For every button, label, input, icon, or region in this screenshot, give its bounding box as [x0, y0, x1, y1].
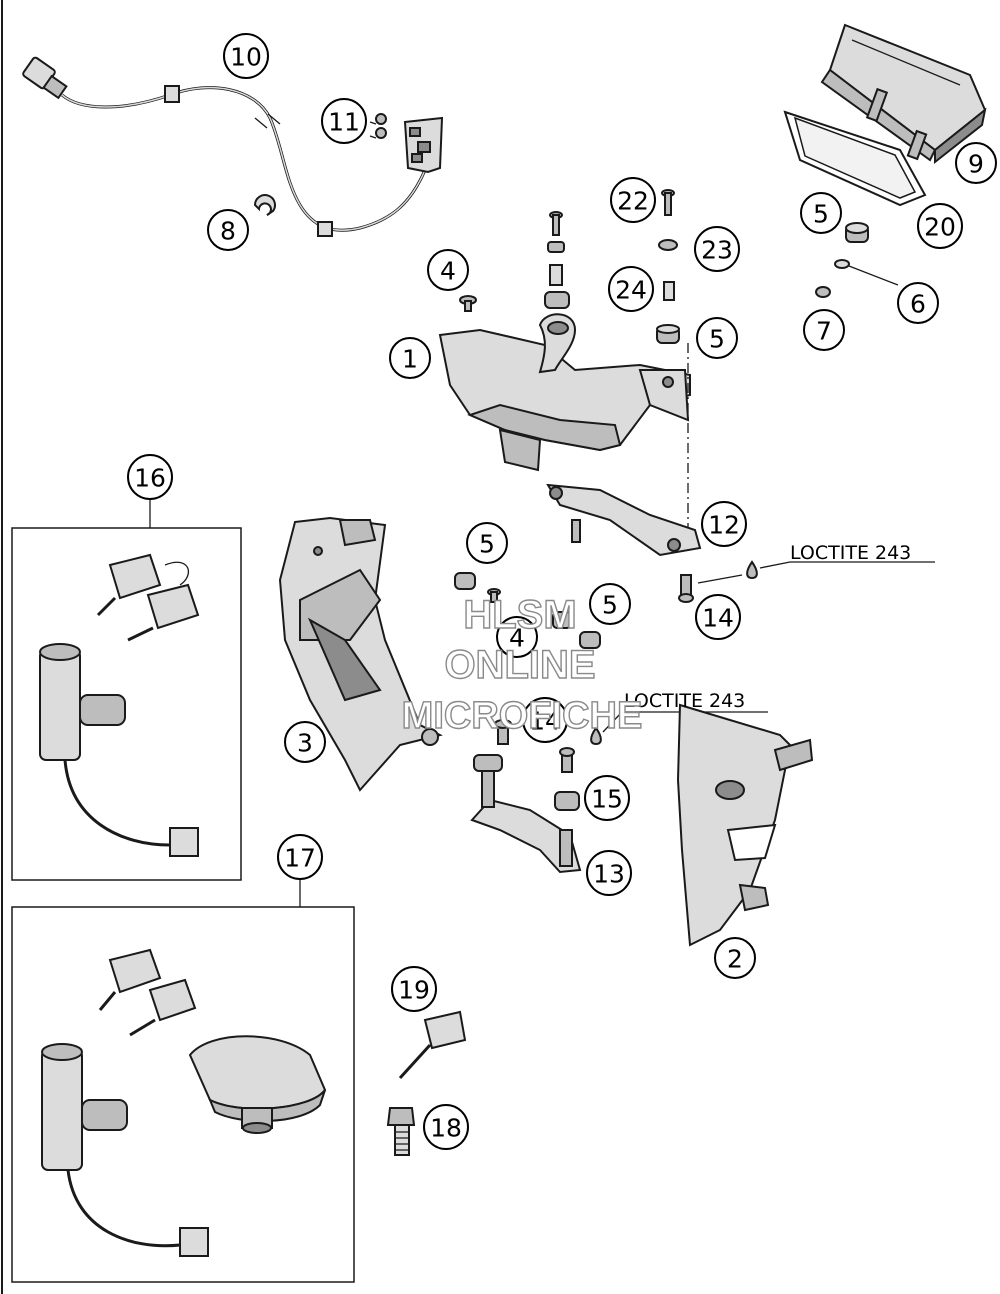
svg-text:7: 7 [816, 317, 832, 346]
svg-text:14: 14 [702, 604, 734, 633]
part-8-cable-clip [253, 194, 276, 216]
svg-text:5: 5 [479, 530, 495, 559]
svg-text:5: 5 [813, 200, 829, 229]
part-14-bolt-upper [678, 574, 743, 603]
svg-text:16: 16 [134, 464, 166, 493]
svg-text:23: 23 [701, 236, 733, 265]
svg-text:1: 1 [402, 345, 418, 374]
svg-text:9: 9 [968, 150, 984, 179]
callout-5-center-right: 5 [589, 583, 631, 625]
part-7-nut [815, 286, 831, 298]
part-11-sensor-bracket [369, 113, 444, 174]
svg-text:24: 24 [615, 276, 647, 305]
svg-text:4: 4 [509, 624, 525, 653]
watermark: HLSM ONLINE MICROFICHE [401, 592, 643, 737]
callout-4-upper: 4 [427, 249, 469, 291]
part-1-bracket [438, 313, 691, 472]
part-5-grommet-center-left [454, 572, 476, 590]
callout-1: 1 [389, 337, 431, 379]
part-24-spacer [663, 281, 675, 301]
svg-text:18: 18 [430, 1114, 462, 1143]
callout-17: 17 [277, 834, 323, 880]
callout-12: 12 [701, 501, 747, 547]
callout-24: 24 [608, 266, 654, 312]
part-18-bolt [386, 1107, 416, 1156]
part-10-sensor-cable [22, 56, 427, 237]
callout-20: 20 [917, 203, 963, 249]
part-3-left-cover [278, 516, 443, 792]
part-5-grommet-upper [656, 324, 680, 344]
svg-text:4: 4 [440, 257, 456, 286]
part-22-screw [661, 189, 675, 216]
svg-text:HLSM: HLSM [463, 593, 576, 637]
svg-text:6: 6 [910, 290, 926, 319]
callout-18: 18 [423, 1104, 469, 1150]
part-14-bolt-lower [559, 747, 575, 773]
callout-8: 8 [207, 209, 249, 251]
svg-text:5: 5 [602, 591, 618, 620]
part-5-grommet-center-right [579, 631, 601, 649]
grommet-13a [473, 754, 503, 772]
svg-text:3: 3 [297, 729, 313, 758]
part-17-lock-and-cap [41, 948, 327, 1257]
svg-text:13: 13 [593, 860, 625, 889]
part-5-grommet-cluster [845, 222, 869, 243]
part-15-grommet [554, 791, 580, 811]
svg-text:20: 20 [924, 213, 956, 242]
svg-text:12: 12 [708, 511, 740, 540]
svg-text:MICROFICHE: MICROFICHE [402, 695, 643, 737]
svg-text:14: 14 [529, 707, 561, 736]
hardware-stack-left [544, 211, 570, 309]
callout-5-center-left: 5 [466, 522, 508, 564]
callout-14-lower: 14 [522, 697, 568, 743]
callout-14-upper: 14 [695, 594, 741, 640]
callout-2: 2 [714, 937, 756, 979]
callout-5-upper: 5 [696, 317, 738, 359]
svg-text:22: 22 [617, 187, 649, 216]
callout-4-center: 4 [496, 616, 538, 658]
callout-5-cluster: 5 [800, 192, 842, 234]
svg-text:10: 10 [230, 43, 262, 72]
part-9-instrument-cluster [820, 23, 987, 165]
callout-3: 3 [284, 721, 326, 763]
svg-text:ONLINE: ONLINE [444, 643, 595, 687]
callout-13: 13 [586, 850, 632, 896]
svg-text:17: 17 [284, 844, 316, 873]
part-4-screw-upper [459, 295, 477, 312]
callout-11: 11 [321, 98, 367, 144]
part-2-right-cover [676, 703, 814, 947]
callout-9: 9 [955, 142, 997, 184]
svg-text:11: 11 [328, 108, 360, 137]
part-6-washer [834, 259, 899, 286]
callout-10: 10 [223, 33, 269, 79]
part-23-washer [658, 239, 678, 251]
loctite-note-lower: LOCTITE 243 [624, 690, 745, 712]
svg-text:15: 15 [591, 785, 623, 814]
part-4-screw-center [487, 588, 501, 603]
svg-text:8: 8 [220, 217, 236, 246]
callout-15: 15 [584, 775, 630, 821]
part-20-cluster-gasket [783, 110, 927, 207]
svg-text:5: 5 [709, 325, 725, 354]
part-17-box [11, 906, 355, 1283]
part-16-ignition-lock [39, 553, 200, 857]
part-19-key [398, 1010, 467, 1080]
callout-16: 16 [127, 454, 173, 500]
svg-text:19: 19 [398, 976, 430, 1005]
part-16-box [11, 527, 242, 881]
callout-22: 22 [610, 177, 656, 223]
part-13-lower-bracket [470, 754, 582, 874]
callout-7: 7 [803, 309, 845, 351]
svg-text:2: 2 [727, 945, 743, 974]
callout-6: 6 [897, 282, 939, 324]
small-grommets-center [494, 611, 572, 745]
loctite-note-upper: LOCTITE 243 [790, 542, 911, 564]
loctite-drop-upper [746, 560, 935, 580]
callout-23: 23 [694, 226, 740, 272]
part-12-plate [546, 483, 702, 557]
callout-19: 19 [391, 966, 437, 1012]
